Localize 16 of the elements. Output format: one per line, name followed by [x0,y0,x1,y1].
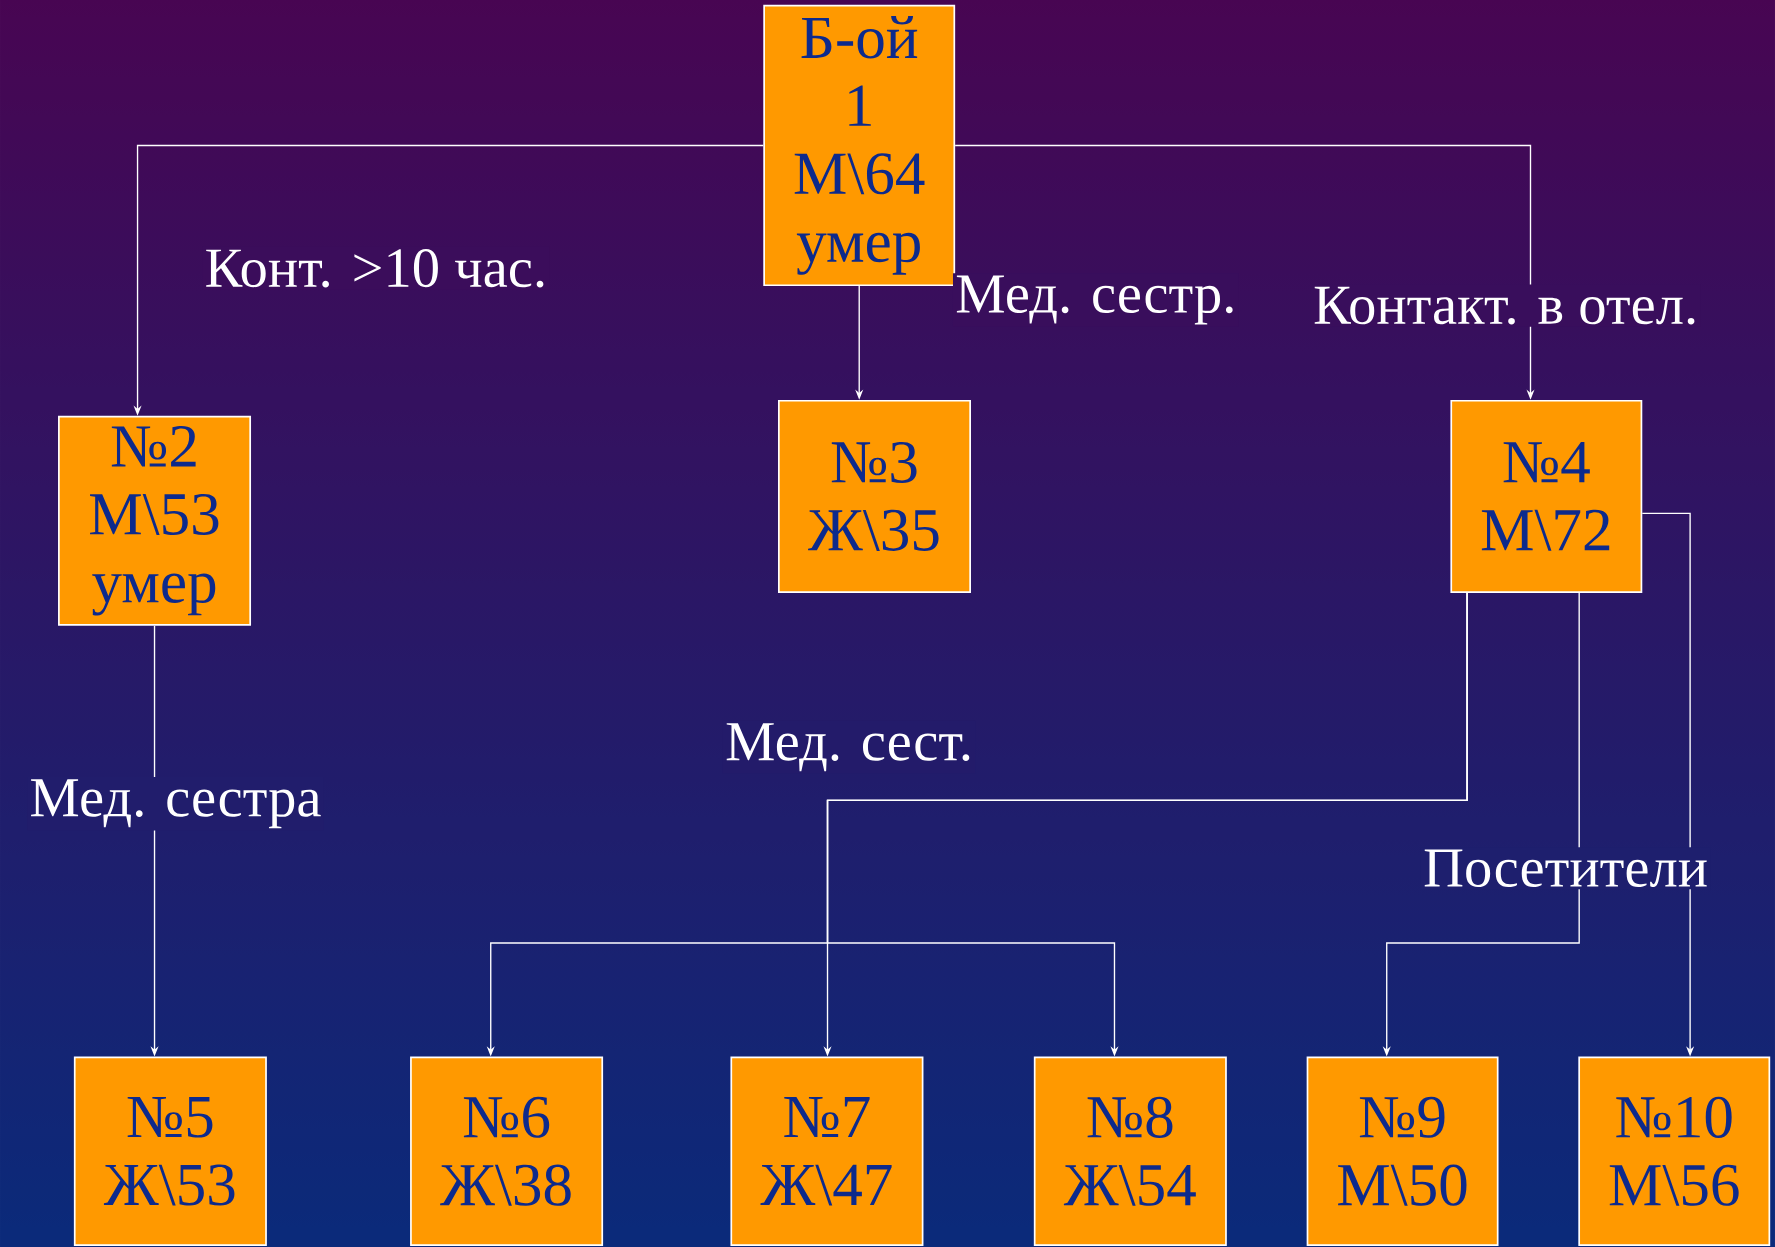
edge-label: Мед. сестр. [953,272,1239,327]
edge-label: Конт. >10 час. [202,246,550,290]
edge-label: Посетители [1420,846,1711,890]
person-box: №3 Ж\35 [778,399,971,593]
person-box: №2 М\53 умер [58,415,252,626]
edge-label: Мед. сестра [27,776,324,831]
person-box: №7 Ж\47 [730,1056,924,1246]
person-box: №4 М\72 [1450,399,1643,593]
person-box: №8 Ж\54 [1033,1056,1227,1246]
person-box: №6 Ж\38 [410,1056,604,1246]
person-box: Б-ой 1 М\64 умер [763,4,956,286]
edge-label: Контакт. в отел. [1310,284,1701,327]
person-box: №9 М\50 [1306,1056,1499,1246]
edge-label: Мед. сест. [722,720,976,774]
person-box: №10 М\56 [1578,1056,1771,1246]
person-box: №5 Ж\53 [73,1056,267,1246]
